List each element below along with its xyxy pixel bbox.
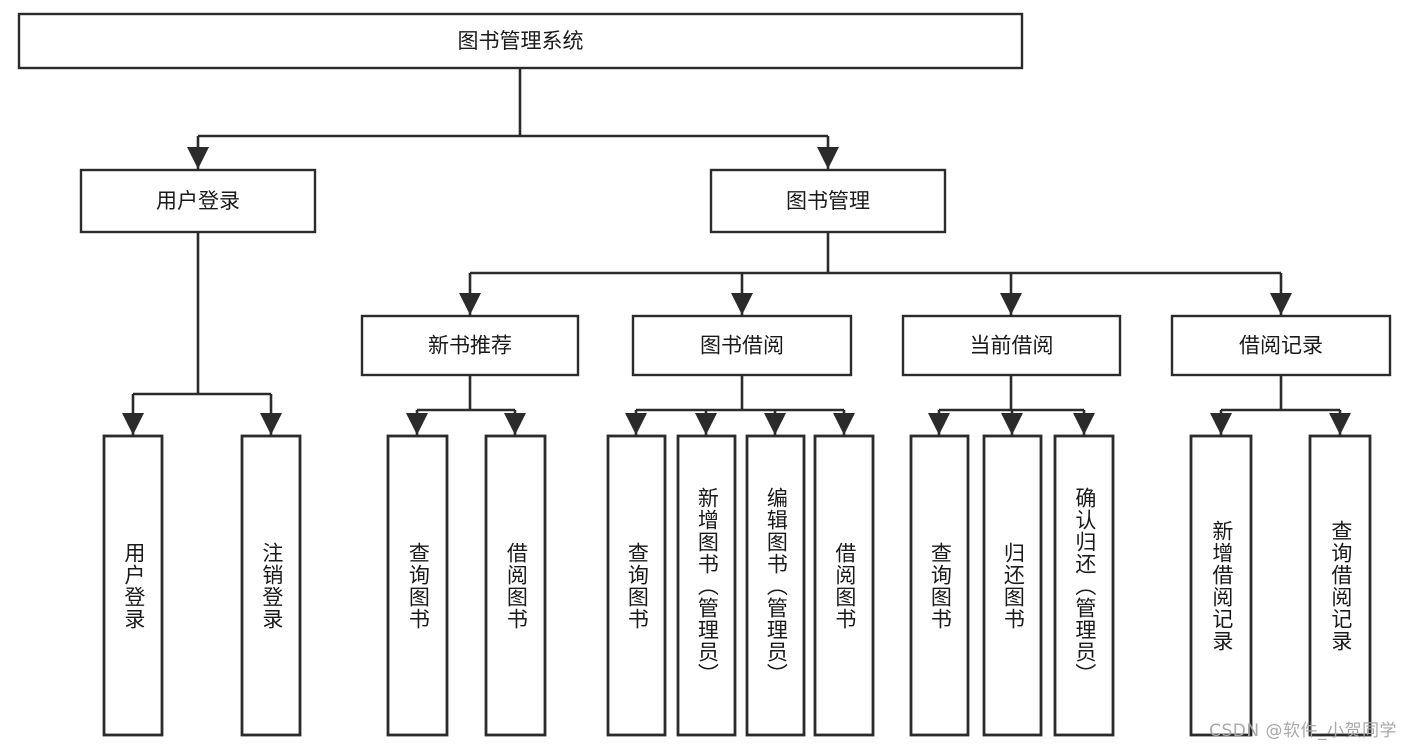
node-box-leaf-user-login[interactable] — [102, 434, 164, 737]
watermark-text: CSDN @软件_小贺同学 — [1209, 721, 1397, 741]
node-label-book-manage: 图书管理 — [786, 189, 870, 213]
node-box-borrow-record[interactable] — [1170, 314, 1392, 377]
node-label-current-borrow: 当前借阅 — [970, 334, 1054, 358]
node-label-book-borrow: 图书借阅 — [700, 334, 784, 358]
node-box-leaf-query-book-3[interactable] — [909, 434, 970, 737]
arrow-head-icon — [187, 147, 209, 169]
node-box-leaf-borrow-book-2[interactable] — [813, 434, 875, 737]
arrow-head-icon — [695, 413, 717, 435]
node-box-current-borrow[interactable] — [901, 314, 1122, 377]
node-label-user-login: 用户登录 — [156, 189, 240, 213]
node-box-leaf-add-book[interactable] — [676, 434, 737, 737]
arrow-head-icon — [1000, 293, 1022, 315]
arrow-head-icon — [1210, 413, 1232, 435]
node-box-leaf-edit-book[interactable] — [745, 434, 806, 737]
node-box-leaf-borrow-book-1[interactable] — [484, 434, 547, 737]
arrow-head-icon — [1073, 413, 1095, 435]
node-box-book-borrow[interactable] — [631, 314, 853, 377]
connector-layer — [122, 68, 1351, 435]
node-box-leaf-user-logout[interactable] — [240, 434, 302, 737]
node-box-layer — [17, 12, 1392, 737]
node-box-leaf-add-record[interactable] — [1189, 434, 1253, 737]
node-box-leaf-query-book-2[interactable] — [606, 434, 667, 737]
arrow-head-icon — [1001, 413, 1023, 435]
node-label-root: 图书管理系统 — [458, 29, 584, 53]
arrow-head-icon — [504, 413, 526, 435]
arrow-head-icon — [625, 413, 647, 435]
arrow-head-icon — [833, 413, 855, 435]
node-box-leaf-return-book[interactable] — [982, 434, 1043, 737]
arrow-head-icon — [459, 293, 481, 315]
arrow-head-icon — [260, 413, 282, 435]
arrow-head-icon — [1270, 293, 1292, 315]
node-label-new-book-rec: 新书推荐 — [428, 334, 512, 358]
node-box-leaf-query-book-1[interactable] — [386, 434, 449, 737]
arrow-head-icon — [731, 293, 753, 315]
node-box-new-book-rec[interactable] — [360, 314, 580, 377]
arrow-head-icon — [764, 413, 786, 435]
arrow-head-icon — [1329, 413, 1351, 435]
node-box-leaf-confirm-return[interactable] — [1053, 434, 1115, 737]
node-box-book-manage[interactable] — [709, 168, 947, 234]
arrow-head-icon — [406, 413, 428, 435]
arrow-head-icon — [928, 413, 950, 435]
node-box-root[interactable] — [17, 12, 1024, 70]
node-label-borrow-record: 借阅记录 — [1239, 334, 1323, 358]
arrow-head-icon — [817, 147, 839, 169]
node-box-leaf-query-record[interactable] — [1308, 434, 1372, 737]
node-box-user-login[interactable] — [79, 168, 317, 234]
arrow-head-icon — [122, 413, 144, 435]
